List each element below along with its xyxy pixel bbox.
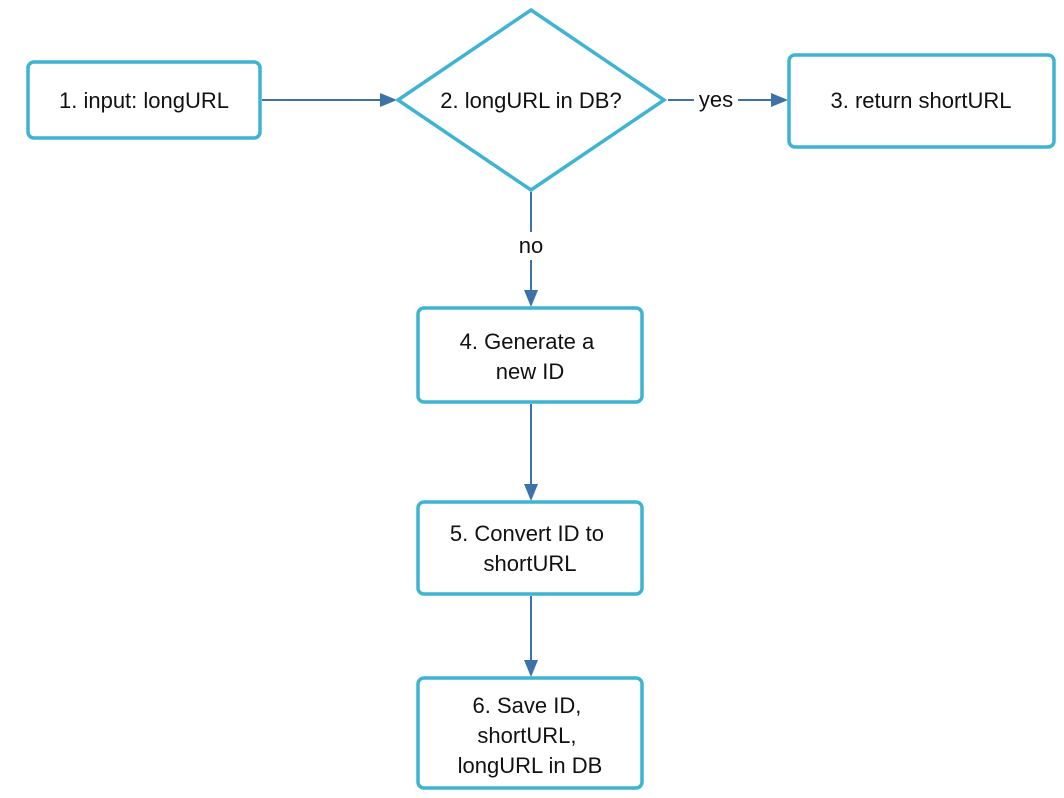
node-generate-new-id-text: 4. Generate a new ID [460, 329, 601, 384]
node-input-longurl [26, 60, 262, 140]
node-generate-new-id-line-2: new ID [496, 359, 564, 384]
node-input-longurl-line-1: 1. input: longURL [59, 88, 229, 113]
edge-label-no: no [519, 233, 543, 258]
arrow-head-decision-to-generate [524, 290, 538, 307]
node-decision-in-db-line-1: 2. longURL in DB? [440, 88, 621, 113]
node-convert-id [416, 500, 644, 596]
edge-label-bg-no [512, 232, 550, 260]
node-input-longurl-text: 1. input: longURL [59, 88, 229, 113]
arrow-head-generate-to-convert [524, 484, 538, 501]
node-convert-id-line-2: shortURL [484, 551, 577, 576]
node-save-in-db-line-2: shortURL, [477, 723, 576, 748]
node-save-in-db-line-1: 6. Save ID, [473, 693, 582, 718]
edge-label-yes: yes [699, 87, 733, 112]
arrow-head-input-to-decision [380, 93, 397, 107]
node-save-in-db-line-3: longURL in DB [458, 753, 603, 778]
node-save-in-db-text: 6. Save ID, shortURL, longURL in DB [458, 693, 603, 778]
node-generate-new-id-line-1: 4. Generate a [460, 329, 595, 354]
node-convert-id-text: 5. Convert ID to shortURL [450, 521, 610, 576]
node-decision-in-db-text: 2. longURL in DB? [440, 88, 621, 113]
node-generate-new-id [416, 306, 644, 404]
edge-label-bg-yes [694, 86, 738, 112]
node-return-shorturl [787, 53, 1056, 149]
arrow-head-decision-to-return [771, 93, 788, 107]
arrow-head-convert-to-save [524, 660, 538, 677]
node-save-in-db [416, 676, 644, 790]
node-convert-id-line-1: 5. Convert ID to [450, 521, 604, 546]
node-return-shorturl-line-1: 3. return shortURL [831, 88, 1012, 113]
node-decision-in-db [394, 7, 668, 193]
node-return-shorturl-text: 3. return shortURL [831, 88, 1012, 113]
